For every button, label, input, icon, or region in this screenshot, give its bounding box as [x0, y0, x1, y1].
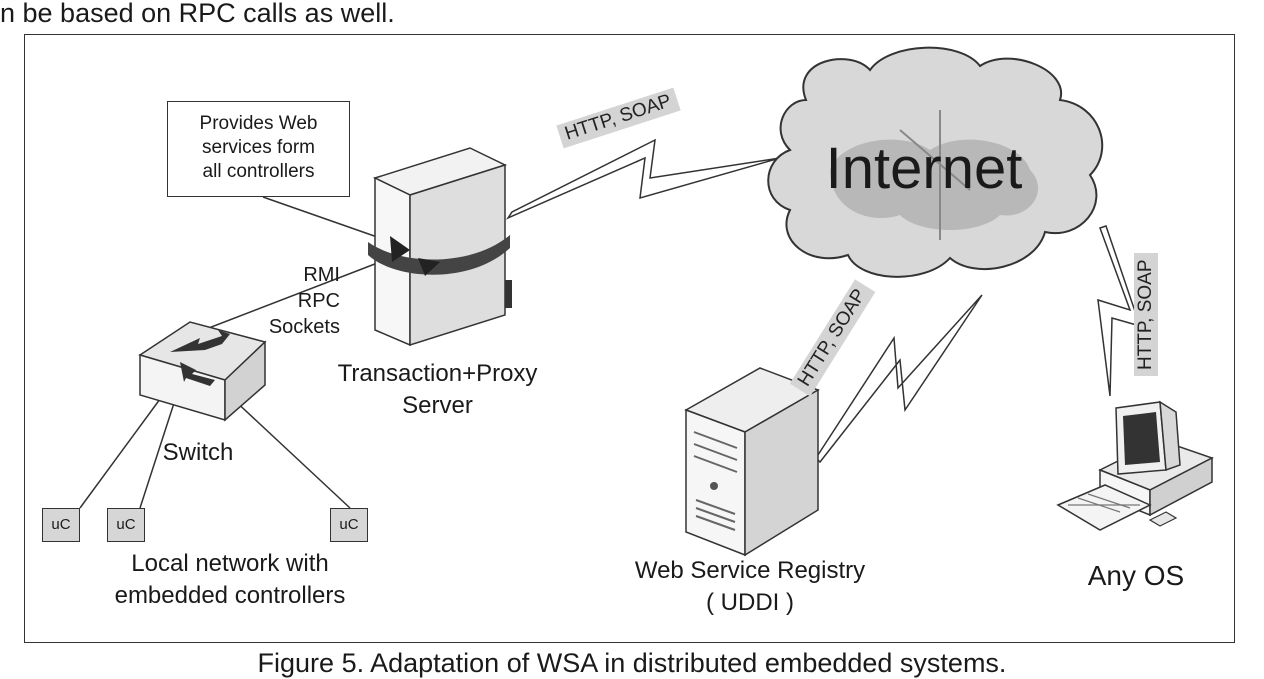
registry-label: Web Service Registry ( UDDI )	[634, 557, 866, 616]
switch-label: Switch	[162, 439, 234, 466]
figure-frame	[24, 34, 1235, 643]
uc-node: uC	[330, 508, 368, 542]
link-registry-internet-bolt	[815, 294, 983, 464]
proxy-server-label: Transaction+Proxy Server	[337, 360, 538, 419]
uc-node: uC	[107, 508, 145, 542]
switch-uc1-line	[79, 394, 164, 509]
client-label: Any OS	[1087, 560, 1185, 591]
callout-box: Provides Web services form all controlle…	[167, 101, 350, 197]
local-network-label: Local network with embedded controllers	[114, 550, 346, 609]
proxy-protocols-label: RMI RPC Sockets	[268, 264, 340, 338]
switch-uc3-line	[231, 397, 351, 509]
switch-uc2-line	[139, 399, 176, 509]
client-internet-link-label: HTTP, SOAP	[1134, 253, 1158, 376]
callout-pointer-line	[262, 196, 381, 239]
link-client-internet-bolt	[1097, 225, 1142, 397]
switch-proxy-line	[187, 261, 381, 337]
network-switch-icon	[138, 321, 267, 422]
figure-caption: Figure 5. Adaptation of WSA in distribut…	[257, 648, 1007, 678]
internet-label: Internet	[826, 136, 1023, 201]
uc-node: uC	[42, 508, 80, 542]
internet-cloud-icon	[767, 46, 1104, 278]
client-computer-icon	[1056, 400, 1214, 531]
registry-server-icon	[684, 367, 820, 557]
proxy-server-icon	[368, 147, 512, 347]
link-proxy-internet-bolt	[505, 138, 781, 220]
top-text: n be based on RPC calls as well.	[0, 0, 395, 28]
